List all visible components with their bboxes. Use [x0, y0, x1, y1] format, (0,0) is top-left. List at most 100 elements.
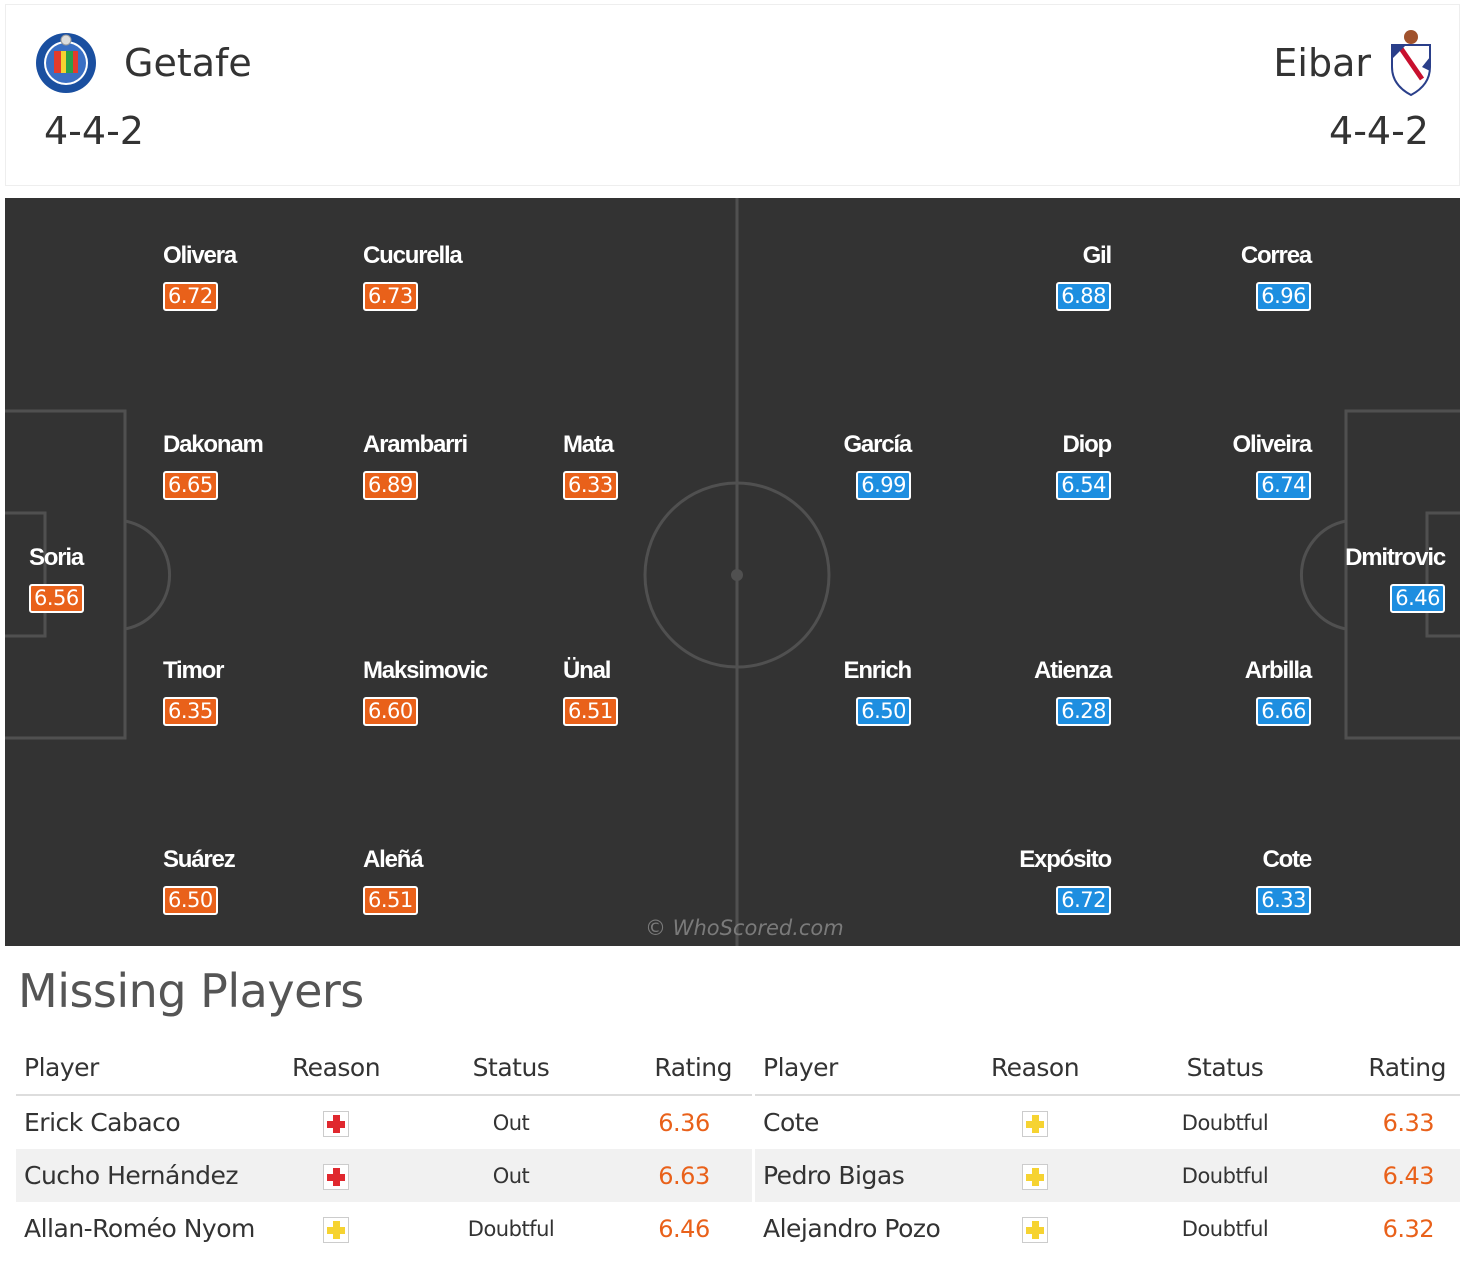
- header-rating[interactable]: Rating: [616, 1040, 752, 1096]
- header-rating[interactable]: Rating: [1345, 1040, 1460, 1096]
- getafe-crest-icon[interactable]: [34, 31, 98, 95]
- doubtful-cross-icon: [1022, 1111, 1048, 1137]
- player-rating: 6.56: [29, 584, 84, 613]
- missing-player-name[interactable]: Erick Cabaco: [24, 1108, 181, 1137]
- missing-status: Out: [492, 1110, 530, 1135]
- watermark: © WhoScored.com: [645, 916, 844, 940]
- home-formation: 4-4-2: [44, 109, 144, 153]
- missing-player-name[interactable]: Alejandro Pozo: [763, 1214, 941, 1243]
- away-formation: 4-4-2: [1329, 109, 1429, 153]
- away-player[interactable]: Expósito 6.72: [971, 846, 1112, 915]
- missing-player-name[interactable]: Cucho Hernández: [16, 1149, 266, 1202]
- player-rating: 6.51: [563, 697, 618, 726]
- player-name: Correa: [1240, 242, 1312, 269]
- home-player[interactable]: Ünal 6.51: [563, 657, 703, 726]
- home-player[interactable]: Timor 6.35: [163, 657, 303, 726]
- home-player[interactable]: Cucurella 6.73: [363, 242, 503, 311]
- table-row: Pedro Bigas Doubtful 6.43: [755, 1149, 1460, 1202]
- missing-player-name[interactable]: Pedro Bigas: [755, 1149, 965, 1202]
- header-reason[interactable]: Reason: [266, 1040, 406, 1096]
- player-name: Oliveira: [1232, 431, 1313, 458]
- eibar-crest-icon[interactable]: [1386, 27, 1436, 97]
- header-player[interactable]: Player: [16, 1040, 266, 1096]
- home-player[interactable]: Mata 6.33: [563, 431, 703, 500]
- home-player[interactable]: Aleñá 6.51: [363, 846, 503, 915]
- missing-rating: 6.43: [1345, 1149, 1460, 1202]
- away-player[interactable]: Oliveira 6.74: [1171, 431, 1313, 500]
- missing-status: Doubtful: [1181, 1216, 1269, 1241]
- player-rating: 6.60: [363, 697, 418, 726]
- table-header-row: Player Reason Status Rating: [755, 1040, 1460, 1096]
- player-name: Arbilla: [1244, 657, 1312, 684]
- player-rating: 6.72: [163, 282, 218, 311]
- player-rating: 6.33: [563, 471, 618, 500]
- table-row: Cucho Hernández Out 6.63: [16, 1149, 752, 1202]
- home-player[interactable]: Maksimovic 6.60: [363, 657, 503, 726]
- player-rating: 6.51: [363, 886, 418, 915]
- player-rating: 6.54: [1056, 471, 1111, 500]
- player-rating: 6.33: [1256, 886, 1311, 915]
- player-name: Enrich: [843, 657, 913, 684]
- home-player[interactable]: Suárez 6.50: [163, 846, 303, 915]
- away-goalkeeper[interactable]: Dmitrovic 6.46: [1305, 544, 1446, 613]
- player-name: Suárez: [163, 846, 236, 873]
- player-rating: 6.88: [1056, 282, 1111, 311]
- away-player[interactable]: Gil 6.88: [971, 242, 1113, 311]
- home-player[interactable]: Dakonam 6.65: [163, 431, 303, 500]
- player-rating: 6.65: [163, 471, 218, 500]
- table-row: Allan-Roméo Nyom Doubtful 6.46: [16, 1202, 752, 1255]
- away-missing-table: Player Reason Status Rating Cote Doubtfu…: [755, 1040, 1460, 1255]
- player-rating: 6.72: [1056, 886, 1111, 915]
- home-player[interactable]: Arambarri 6.89: [363, 431, 503, 500]
- missing-status: Out: [406, 1149, 616, 1202]
- missing-rating: 6.32: [1382, 1214, 1435, 1243]
- missing-player-name[interactable]: Cote: [763, 1108, 819, 1137]
- pitch-lines: [5, 198, 1460, 946]
- injury-cross-icon: [323, 1111, 349, 1137]
- player-rating: 6.96: [1256, 282, 1311, 311]
- doubtful-cross-icon: [1022, 1217, 1048, 1243]
- home-missing-table: Player Reason Status Rating Erick Cabaco…: [16, 1040, 752, 1255]
- home-goalkeeper[interactable]: Soria 6.56: [29, 544, 169, 613]
- away-player[interactable]: Arbilla 6.66: [1171, 657, 1312, 726]
- table-row: Erick Cabaco Out 6.36: [16, 1095, 752, 1149]
- player-rating: 6.73: [363, 282, 418, 311]
- away-player[interactable]: García 6.99: [771, 431, 912, 500]
- player-name: Diop: [1062, 431, 1112, 458]
- player-name: Maksimovic: [363, 657, 488, 684]
- away-player[interactable]: Enrich 6.50: [771, 657, 913, 726]
- missing-rating: 6.46: [658, 1214, 710, 1243]
- missing-players-title: Missing Players: [18, 964, 364, 1018]
- header-player[interactable]: Player: [755, 1040, 965, 1096]
- doubtful-cross-icon: [323, 1217, 349, 1243]
- header-status[interactable]: Status: [1105, 1040, 1345, 1096]
- player-name: Ünal: [563, 657, 611, 684]
- header-reason[interactable]: Reason: [965, 1040, 1105, 1096]
- missing-player-name[interactable]: Allan-Roméo Nyom: [24, 1214, 255, 1243]
- missing-rating: 6.63: [616, 1149, 752, 1202]
- away-player[interactable]: Correa 6.96: [1171, 242, 1312, 311]
- player-name: Olivera: [163, 242, 237, 269]
- header-status[interactable]: Status: [406, 1040, 616, 1096]
- home-player[interactable]: Olivera 6.72: [163, 242, 303, 311]
- player-rating: 6.50: [163, 886, 218, 915]
- table-row: Alejandro Pozo Doubtful 6.32: [755, 1202, 1460, 1255]
- player-name: García: [843, 431, 912, 458]
- match-header: Getafe 4-4-2 Eibar 4-4-2: [5, 4, 1460, 186]
- missing-rating: 6.33: [1382, 1108, 1435, 1137]
- away-team-name[interactable]: Eibar: [1273, 41, 1371, 85]
- player-name: Gil: [1082, 242, 1113, 269]
- player-name: Expósito: [1019, 846, 1112, 873]
- player-name: Atienza: [1034, 657, 1112, 684]
- player-rating: 6.74: [1256, 471, 1311, 500]
- player-name: Cucurella: [363, 242, 463, 269]
- player-rating: 6.99: [856, 471, 911, 500]
- player-name: Mata: [563, 431, 614, 458]
- away-player[interactable]: Diop 6.54: [971, 431, 1112, 500]
- missing-rating: 6.36: [658, 1108, 710, 1137]
- away-player[interactable]: Atienza 6.28: [971, 657, 1112, 726]
- table-header-row: Player Reason Status Rating: [16, 1040, 752, 1096]
- home-team-name[interactable]: Getafe: [124, 41, 252, 85]
- player-name: Dmitrovic: [1345, 544, 1446, 571]
- away-player[interactable]: Cote 6.33: [1171, 846, 1312, 915]
